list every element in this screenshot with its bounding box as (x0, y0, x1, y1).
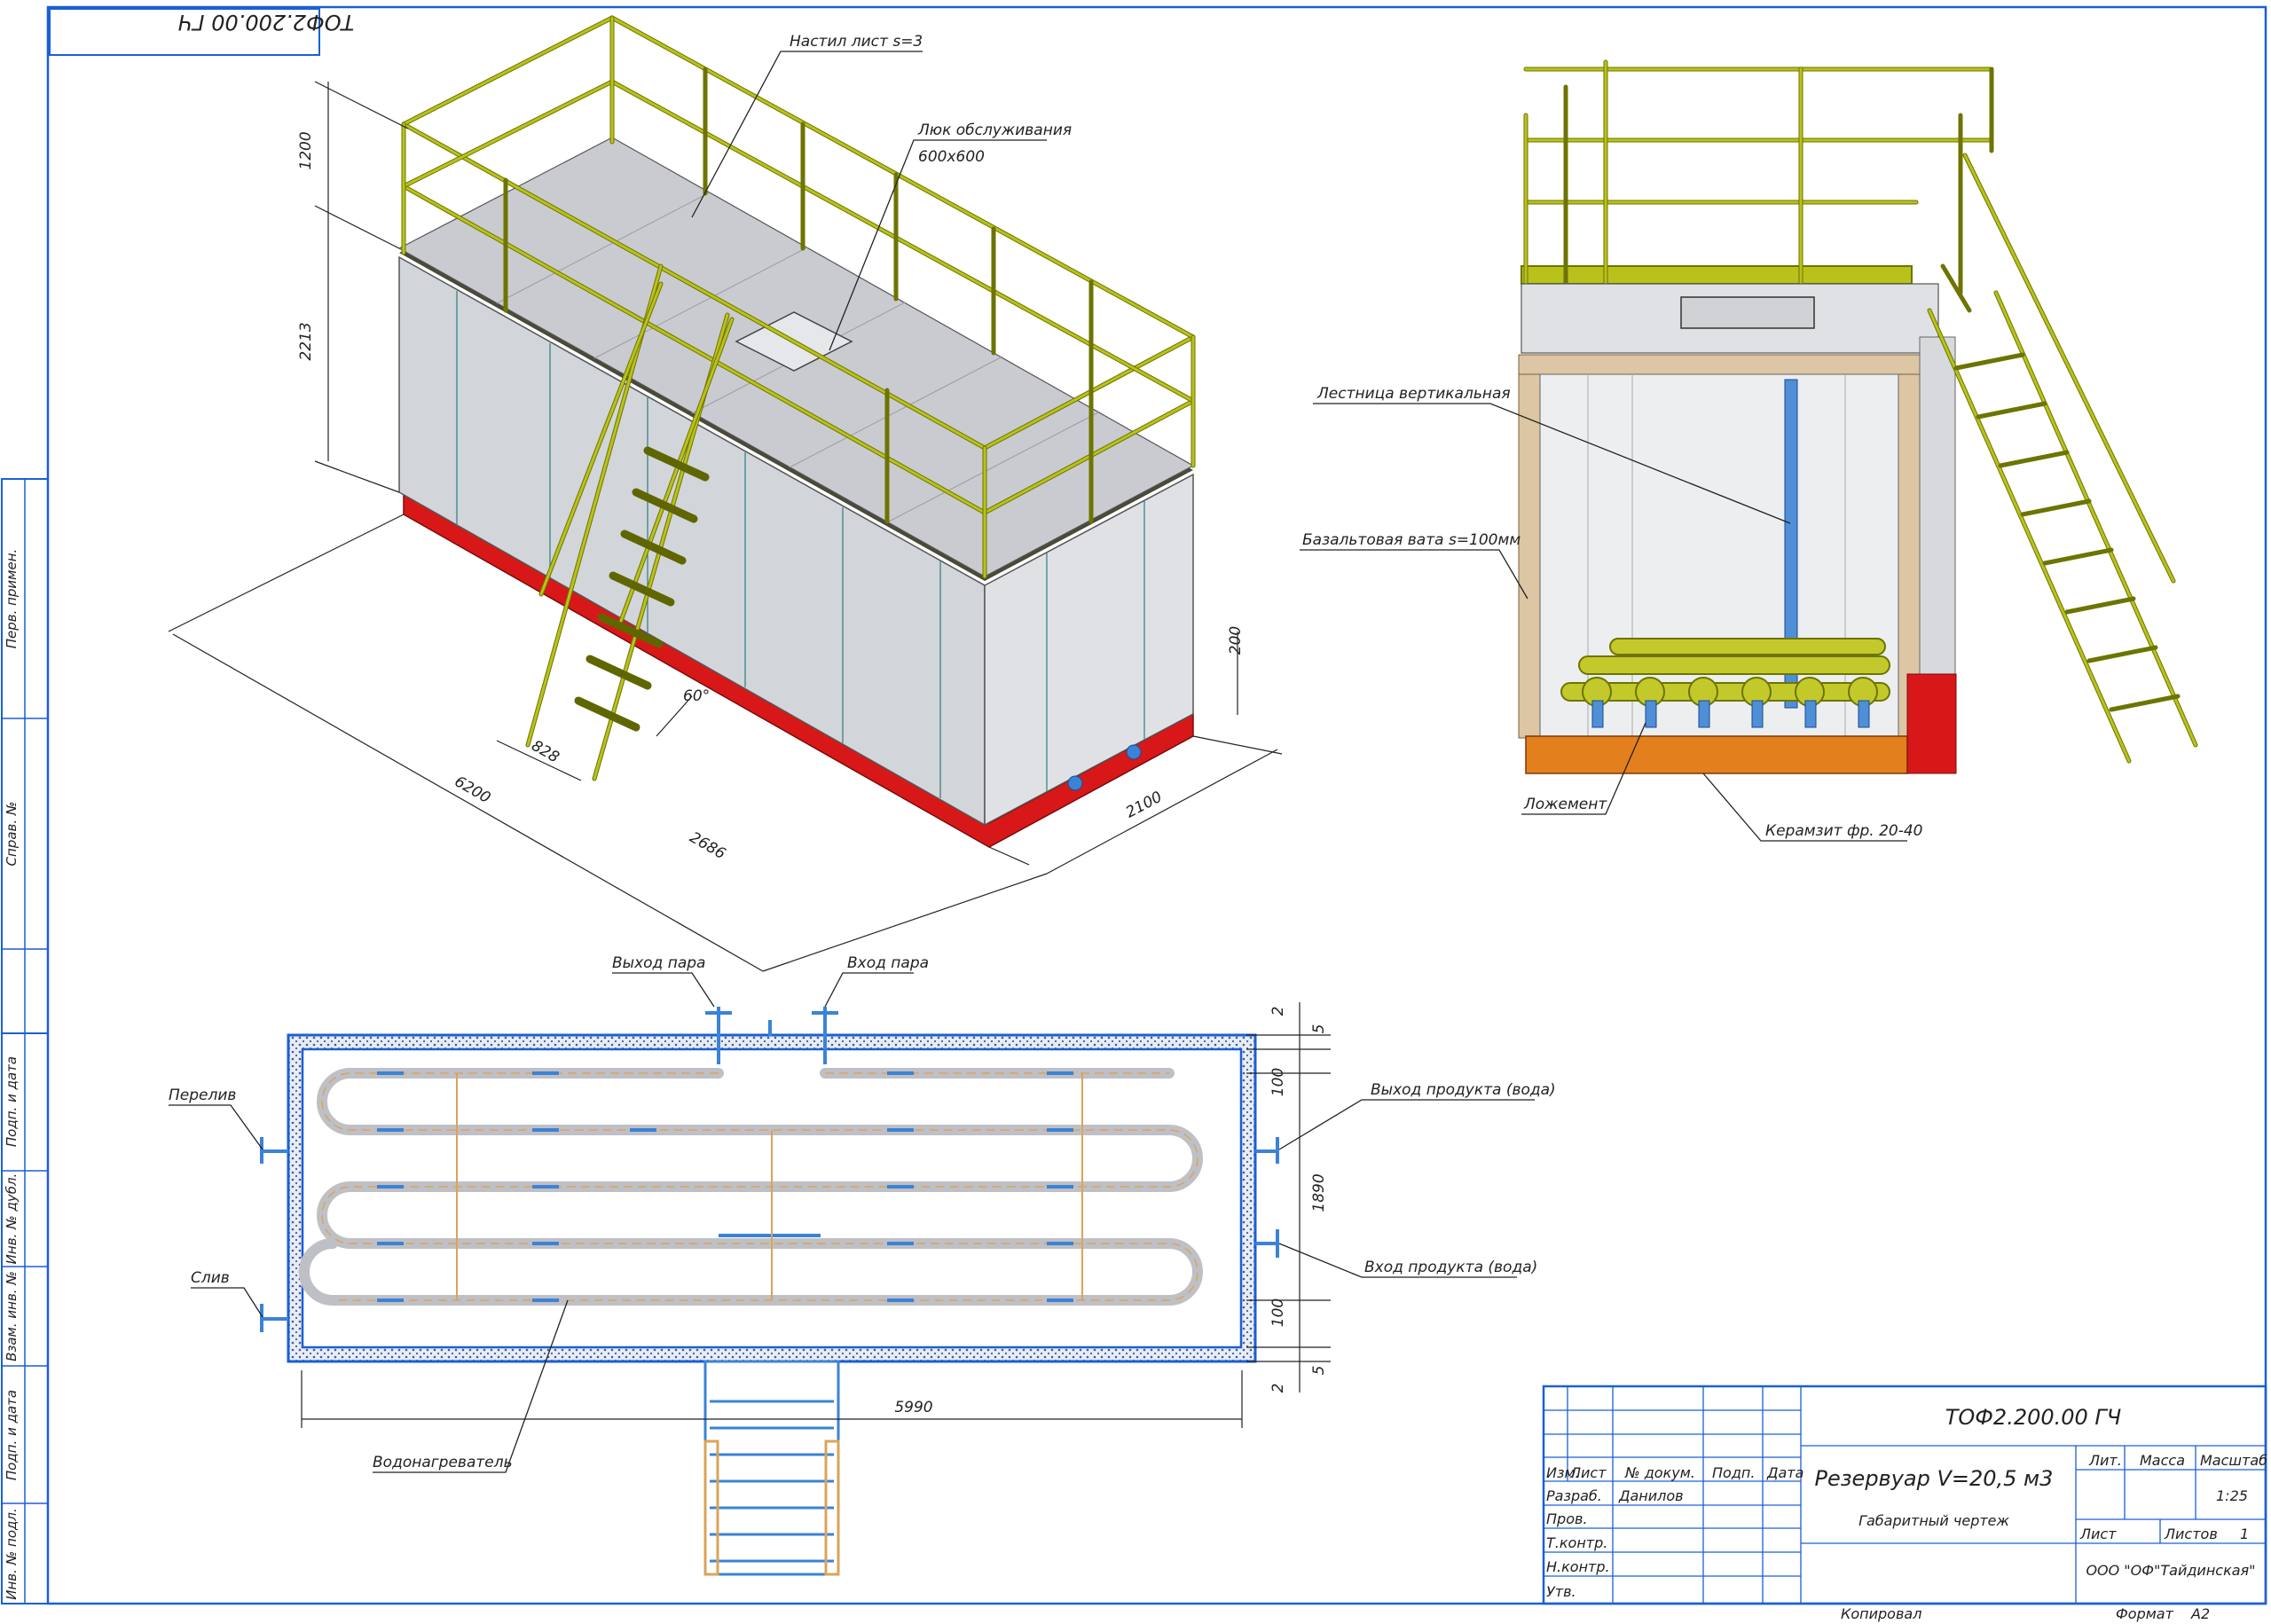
label-deck: Настил лист s=3 (790, 33, 923, 51)
tb-doc-type: Габаритный чертеж (1858, 1512, 2009, 1529)
tb-developer: Данилов (1618, 1487, 1684, 1504)
label-insulation: Базальтовая вата s=100мм (1302, 531, 1521, 549)
label-overflow: Перелив (169, 1087, 236, 1104)
dim-base-h: 200 (1227, 626, 1245, 655)
clay-fill (1525, 735, 1908, 774)
heater-pipes (1560, 638, 1890, 707)
side-label-inv-podl: Инв. № подл. (4, 1508, 20, 1599)
plan-dim-5a: 5 (1310, 1024, 1328, 1034)
label-product-in: Вход продукта (вода) (1364, 1259, 1537, 1276)
label-heater: Водонагреватель (373, 1454, 513, 1471)
tb-date: Дата (1766, 1464, 1803, 1481)
tb-sheets: Листов (2164, 1526, 2218, 1542)
tb-code: ТОФ2.200.00 ГЧ (1945, 1405, 2122, 1430)
side-label-podp2: Подп. и дата (4, 1390, 20, 1480)
tb-mass: Масса (2140, 1452, 2185, 1469)
title-block: ТОФ2.200.00 ГЧ Резервуар V=20,5 м3 Габар… (1542, 1385, 2267, 1622)
label-ladder: Лестница вертикальная (1316, 385, 1511, 403)
side-label-vzam: Взам. инв. № (4, 1271, 20, 1361)
dim-angle: 60° (683, 687, 710, 705)
plan-dim-5b: 5 (1310, 1366, 1328, 1376)
tb-org: ООО "ОФ"Тайдинская" (2086, 1562, 2255, 1579)
dim-stair-w: 828 (528, 737, 562, 767)
tb-format-val: А2 (2190, 1605, 2210, 1622)
plan-view: 2 5 100 1890 100 5 2 5990 Выход пара Вхо… (169, 954, 1556, 1576)
side-label-sprav: Справ. № (4, 802, 20, 867)
label-steam-out: Выход пара (612, 954, 705, 972)
plan-dim-100a: 100 (1269, 1068, 1287, 1096)
label-support: Ложемент (1523, 796, 1607, 813)
deck-railing (401, 15, 1196, 579)
tb-prov: Пров. (1546, 1510, 1588, 1527)
tb-utv: Утв. (1546, 1583, 1576, 1600)
tank-wall-end (984, 473, 1194, 827)
side-label-inv-dubl: Инв. № дубл. (4, 1173, 20, 1265)
dim-railing-h: 1200 (297, 131, 315, 169)
label-hatch: Люк обслуживания (917, 122, 1072, 139)
tb-nkontr: Н.контр. (1546, 1558, 1610, 1575)
dim-stair-pos: 2686 (687, 828, 729, 863)
dim-body-h: 2213 (297, 322, 315, 360)
section-stair (1927, 153, 2198, 764)
svg-text:ТОФ2.200.00 ГЧ: ТОФ2.200.00 ГЧ (178, 10, 355, 35)
side-strip: Перв. примен. Справ. № Подп. и дата Инв.… (1, 478, 49, 1604)
plan-dim-100b: 100 (1269, 1298, 1287, 1327)
label-drain: Слив (191, 1269, 230, 1287)
tb-name: Резервуар V=20,5 м3 (1815, 1466, 2054, 1491)
tb-copied: Копировал (1841, 1605, 1921, 1622)
plan-dim-2b: 2 (1269, 1384, 1287, 1393)
insulation-left (1518, 354, 1541, 739)
rotated-stamp: ТОФ2.200.00 ГЧ (49, 8, 355, 56)
tb-sheets-val: 1 (2240, 1526, 2249, 1542)
label-product-out: Выход продукта (вода) (1371, 1081, 1556, 1099)
label-steam-in: Вход пара (847, 954, 929, 972)
side-label-perv: Перв. примен. (4, 549, 20, 649)
side-label-podp1: Подп. и дата (4, 1056, 20, 1147)
tb-tkontr: Т.контр. (1546, 1534, 1607, 1551)
section-railing (1521, 59, 1994, 353)
dim-width: 2100 (1123, 788, 1166, 822)
tb-scale: 1:25 (2216, 1487, 2248, 1504)
plan-dim-length: 5990 (894, 1399, 932, 1416)
tb-docno: № докум. (1624, 1464, 1695, 1481)
tb-sheet: Лист (2079, 1526, 2117, 1542)
tb-format: Формат (2116, 1605, 2174, 1622)
section-view: Лестница вертикальная Базальтовая вата s… (1300, 59, 2198, 842)
label-clay-fill: Керамзит фр. 20-40 (1765, 822, 1923, 840)
tb-sign: Подп. (1712, 1464, 1755, 1481)
tb-izm: Изм. (1546, 1464, 1580, 1481)
access-stair (525, 263, 735, 781)
tb-razrab: Разраб. (1546, 1487, 1602, 1504)
plan-stair (703, 1360, 840, 1576)
label-hatch-size: 600х600 (918, 148, 985, 166)
tb-lit: Лит. (2088, 1452, 2122, 1469)
vertical-ladder (1784, 379, 1798, 709)
isometric-view: 1200 2213 6200 828 60° 2686 200 2100 Нас… (168, 15, 1283, 972)
tb-list: Лист (1569, 1464, 1607, 1481)
tb-scale-h: Масштаб (2200, 1452, 2267, 1469)
plan-dim-1890: 1890 (1310, 1173, 1328, 1212)
plan-dim-2a: 2 (1269, 1007, 1287, 1016)
dim-length: 6200 (452, 773, 493, 807)
